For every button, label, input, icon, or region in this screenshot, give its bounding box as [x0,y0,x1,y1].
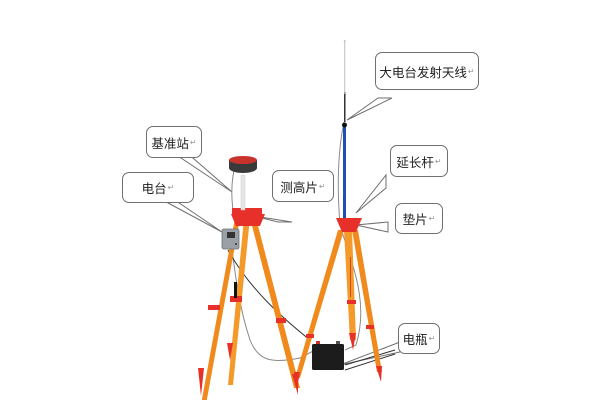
callout-height-plate: 测高片↵ [272,170,334,202]
callout-text: 基准站 [151,135,189,151]
antenna-mast [342,40,347,218]
right-tripod [294,218,382,388]
callout-text: 大电台发射天线 [379,64,467,80]
return-mark-icon: ↵ [428,214,436,223]
callout-text: 电台 [141,181,167,196]
left-tripod [198,174,300,400]
callout-text: 测高片 [280,179,318,195]
base-station-receiver [229,156,257,173]
callout-radio: 电台↵ [122,172,194,203]
return-mark-icon: ↵ [318,181,326,191]
return-mark-icon: ↵ [167,183,175,192]
callout-extension-pole: 延长杆↵ [390,145,448,177]
callout-text: 延长杆 [396,154,434,170]
return-mark-icon: ↵ [428,334,436,343]
return-mark-icon: ↵ [189,137,197,147]
callout-text: 电瓶 [402,332,428,347]
callout-text: 垫片 [402,212,428,227]
callout-radio-antenna: 大电台发射天线↵ [375,52,479,90]
callout-spacer: 垫片↵ [395,203,443,234]
return-mark-icon: ↵ [434,156,442,166]
battery [312,341,344,370]
callout-battery: 电瓶↵ [398,323,440,354]
radio-unit [221,228,240,250]
return-mark-icon: ↵ [467,66,475,76]
callout-base-station: 基准站↵ [146,126,202,158]
